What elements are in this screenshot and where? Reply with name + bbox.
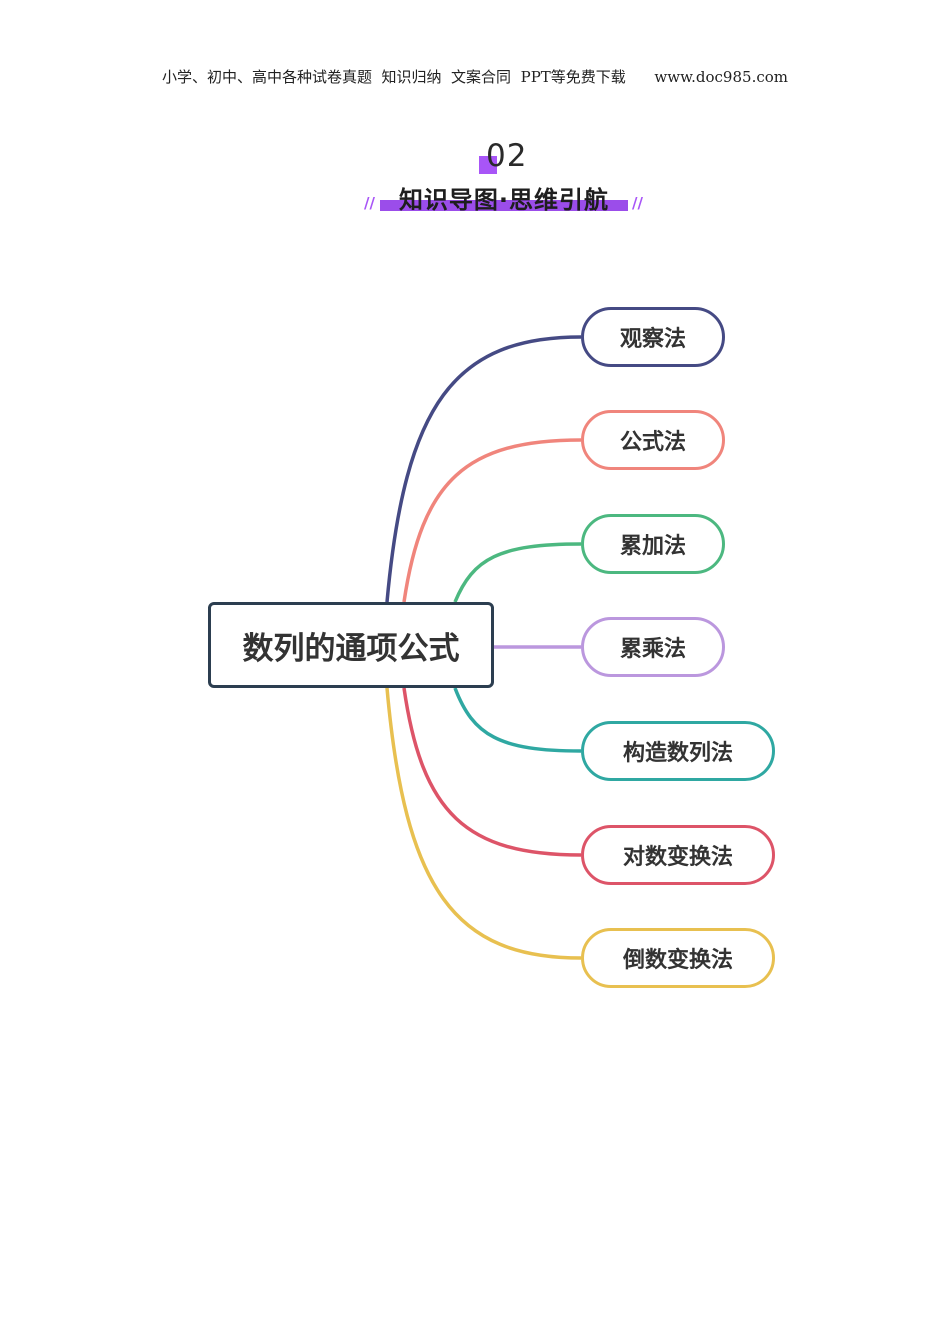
connector-line	[385, 687, 582, 960]
connector-line	[453, 687, 582, 753]
mindmap-branch-node: 构造数列法	[581, 721, 775, 781]
mindmap-branch-node: 观察法	[581, 307, 725, 367]
connector-line	[453, 542, 582, 603]
connector-line	[402, 438, 582, 603]
section-title-highlight	[380, 200, 628, 211]
section-number: 02	[486, 138, 528, 174]
site-header-text: 小学、初中、高中各种试卷真题 知识归纳 文案合同 PPT等免费下载 www.do…	[161, 68, 788, 86]
mindmap-branch-node: 对数变换法	[581, 825, 775, 885]
connector-line	[402, 687, 582, 857]
left-slash-decoration: //	[364, 194, 375, 212]
connector-line	[385, 335, 582, 603]
mindmap-branch-node: 倒数变换法	[581, 928, 775, 988]
mindmap-root-node: 数列的通项公式	[208, 602, 494, 688]
section-number-accent	[479, 156, 497, 174]
section-title: 知识导图·思维引航	[398, 186, 610, 214]
mindmap-branch-node: 累加法	[581, 514, 725, 574]
right-slash-decoration: //	[632, 194, 643, 212]
mindmap-branch-node: 公式法	[581, 410, 725, 470]
mindmap-branch-node: 累乘法	[581, 617, 725, 677]
